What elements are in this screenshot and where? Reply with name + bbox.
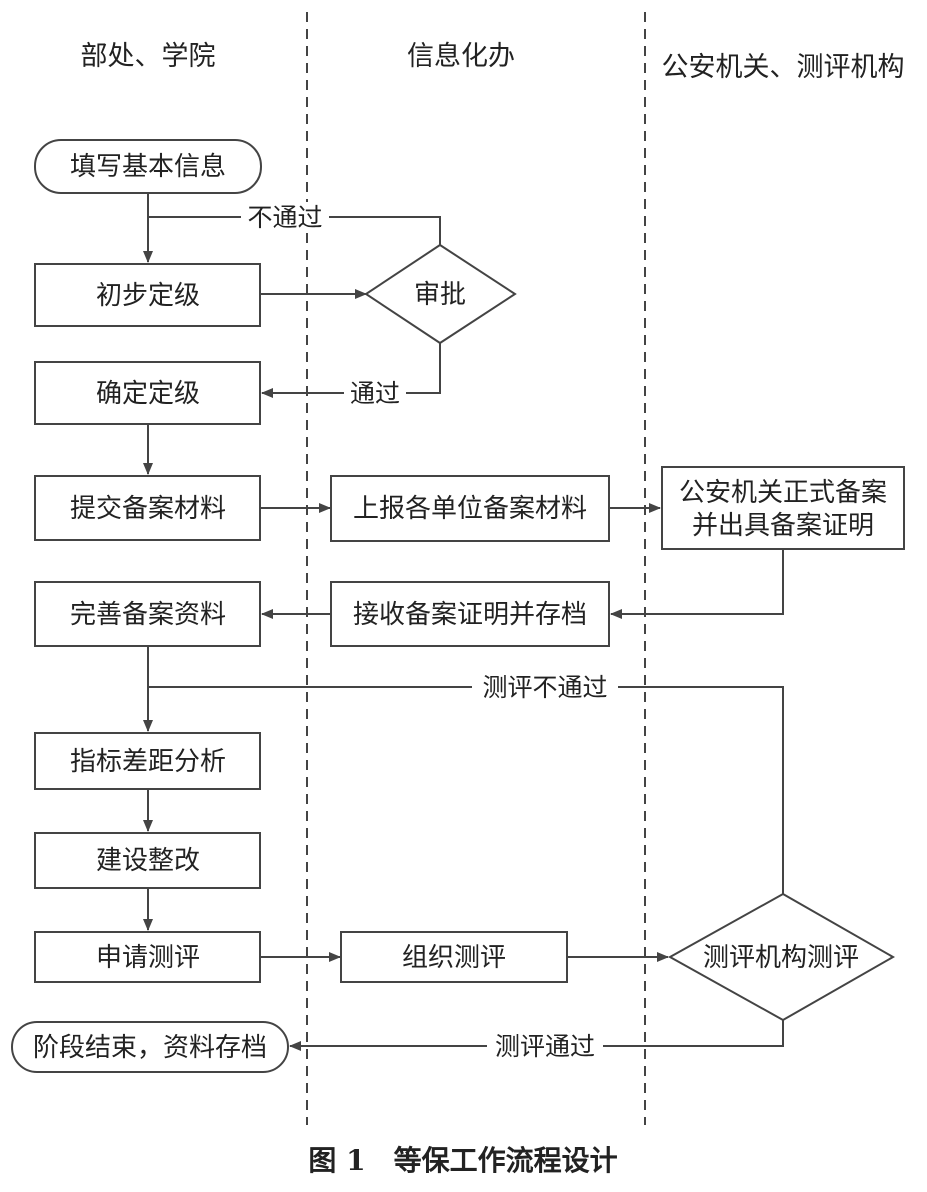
edge-label-eval-fail: 测评不通过	[482, 673, 607, 702]
start-node-fill-info-label: 填写基本信息	[70, 152, 226, 182]
end-node-archive-label: 阶段结束，资料存档	[33, 1033, 267, 1063]
edge-label-reject-bg	[241, 202, 329, 232]
edge-police-to-receive	[610, 549, 784, 619]
process-gap-analysis	[34, 732, 261, 790]
lane-header-info: 信息化办	[407, 41, 515, 72]
edge-label-eval-pass-bg	[487, 1031, 603, 1061]
process-apply-eval	[34, 931, 261, 983]
figure-caption: 图 1 等保工作流程设计	[308, 1144, 617, 1177]
process-rectify	[34, 832, 261, 889]
process-rectify-label: 建设整改	[96, 846, 200, 876]
process-police-record	[661, 466, 905, 550]
edge-eval-fail-loop	[148, 686, 784, 894]
process-confirm-grade	[34, 361, 261, 425]
process-submit-materials-label: 提交备案材料	[70, 494, 226, 524]
process-organize-eval-label: 组织测评	[402, 943, 506, 973]
end-node-archive	[11, 1021, 289, 1073]
process-prelim-grade	[34, 263, 261, 327]
process-confirm-grade-label: 确定定级	[96, 379, 200, 409]
process-police-record-line1: 公安机关正式备案	[679, 478, 887, 508]
process-submit-materials	[34, 475, 261, 541]
edge-label-eval-fail-bg	[472, 672, 618, 702]
process-improve-materials-label: 完善备案资料	[70, 600, 226, 630]
lane-header-police: 公安机关、测评机构	[662, 52, 905, 83]
process-report-materials-label: 上报各单位备案材料	[353, 494, 587, 524]
process-prelim-grade-label: 初步定级	[96, 281, 200, 311]
decision-approve	[364, 243, 517, 345]
decision-agency-eval-label: 测评机构测评	[703, 943, 859, 973]
process-receive-cert	[330, 581, 610, 647]
process-organize-eval	[340, 931, 568, 983]
edge-label-reject: 不通过	[247, 203, 322, 232]
process-report-materials	[330, 475, 610, 542]
edge-label-pass: 通过	[350, 379, 400, 408]
edge-label-pass-bg	[344, 378, 406, 408]
decision-agency-eval	[667, 892, 896, 1022]
process-improve-materials	[34, 581, 261, 647]
lane-header-dept: 部处、学院	[81, 41, 216, 72]
process-receive-cert-label: 接收备案证明并存档	[353, 600, 587, 630]
process-apply-eval-label: 申请测评	[96, 943, 200, 973]
edge-pass	[261, 343, 441, 398]
decision-approve-label: 审批	[414, 280, 466, 310]
process-gap-analysis-label: 指标差距分析	[70, 747, 226, 777]
connectors	[143, 193, 784, 1051]
edge-label-eval-pass: 测评通过	[495, 1032, 595, 1061]
edge-eval-pass	[289, 1020, 784, 1051]
start-node-fill-info	[34, 139, 262, 194]
process-police-record-line2: 并出具备案证明	[692, 511, 874, 541]
